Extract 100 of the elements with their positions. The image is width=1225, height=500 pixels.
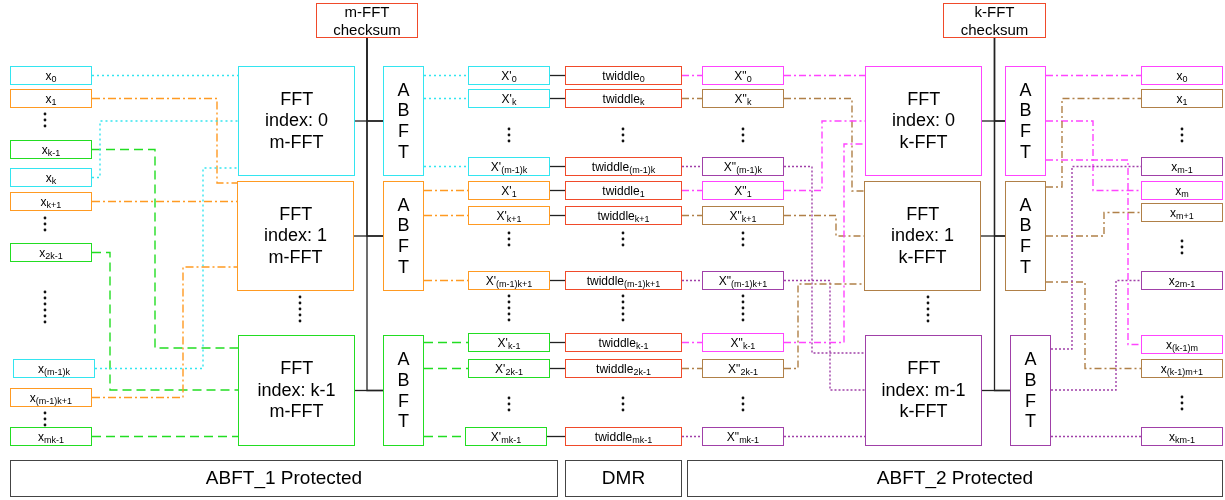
connector-line: [1045, 281, 1142, 370]
connector-line: [1050, 435, 1142, 438]
fft-block: [238, 335, 355, 446]
variable-box: [10, 140, 92, 159]
connector-line: [91, 266, 238, 399]
variable-box: [1141, 427, 1223, 446]
variable-label: x$_{(k-1)m+1}$: [1160, 360, 1204, 378]
twiddle-box: [565, 206, 682, 225]
twiddle-box: [565, 157, 682, 176]
variable-box: [468, 89, 550, 108]
variable-box: [702, 181, 784, 200]
abft-block: [1005, 66, 1046, 176]
abft-label: ABFT: [396, 194, 411, 278]
connector-line: [681, 165, 703, 168]
variable-box: [1141, 359, 1223, 378]
variable-label: X'$_{k-1}$: [497, 334, 521, 352]
variable-box: [1141, 89, 1223, 108]
connector-line: [783, 143, 866, 344]
twiddle-box: [565, 181, 682, 200]
abft-block: [1005, 181, 1046, 291]
twiddle-label: twiddle$_{k-1}$: [598, 334, 649, 352]
variable-box: [468, 157, 550, 176]
twiddle-box: [565, 89, 682, 108]
abft-block: [383, 181, 424, 291]
fft-block: [237, 181, 354, 291]
variable-box: [468, 359, 550, 378]
checksum-label: m-FFT checksum: [332, 3, 402, 38]
fft-label: FFT index: k-1 m-FFT: [256, 358, 337, 423]
variable-label: x$_{km-1}$: [1169, 428, 1195, 446]
checksum-box: [943, 3, 1046, 38]
connector-line: [91, 97, 238, 184]
connector-line: [681, 367, 703, 370]
connector-line: [423, 367, 469, 370]
variable-label: X'$_{0}$: [501, 67, 517, 85]
abft-label: ABFT: [396, 349, 411, 432]
checksum-label: k-FFT checksum: [959, 3, 1030, 38]
connector-line: [681, 97, 703, 100]
abft-block: [1010, 335, 1051, 446]
connector-line: [353, 235, 384, 237]
variable-label: x$_{k-1}$: [41, 141, 61, 159]
variable-label: x$_{0}$: [1176, 67, 1188, 85]
abft-block: [383, 335, 424, 446]
connector-line: [980, 235, 1006, 237]
variable-label: X'$_{(m-1)k}$: [490, 158, 528, 176]
fft-block: [865, 335, 982, 446]
region-band: [687, 460, 1223, 497]
variable-label: X"$_{2k-1}$: [728, 360, 758, 378]
variable-label: x$_{mk-1}$: [38, 428, 64, 446]
variable-label: x$_{(k-1)m}$: [1166, 336, 1198, 354]
connector-line: [783, 97, 865, 192]
connector-line: [423, 165, 469, 168]
connector-line: [783, 279, 866, 391]
variable-box: [13, 359, 95, 378]
connector-line: [354, 389, 384, 392]
variable-label: x$_{(m-1)k}$: [38, 360, 70, 378]
region-label: ABFT_1 Protected: [205, 466, 363, 491]
variable-label: X'$_{k}$: [501, 90, 517, 108]
fft-label: FFT index: 0 m-FFT: [263, 88, 330, 154]
variable-box: [10, 89, 92, 108]
variable-label: X"$_{k+1}$: [729, 207, 757, 225]
variable-label: X"$_{mk-1}$: [726, 428, 760, 446]
fft-block: [864, 181, 981, 291]
twiddle-box: [565, 359, 682, 378]
variable-box: [1141, 157, 1223, 176]
variable-box: [10, 388, 92, 407]
connector-line: [423, 97, 469, 100]
region-label: DMR: [601, 466, 646, 491]
twiddle-label: twiddle$_{0}$: [602, 67, 645, 85]
abft-label: ABFT: [396, 79, 411, 163]
variable-box: [702, 427, 784, 446]
variable-box: [1141, 66, 1223, 85]
abft-label: ABFT: [1018, 79, 1033, 163]
variable-box: [702, 333, 784, 352]
variable-label: X'$_{(m-1)k+1}$: [485, 272, 533, 290]
checksum-box: [316, 3, 418, 38]
connector-line: [91, 120, 239, 179]
connector-line: [1045, 74, 1142, 77]
variable-box: [702, 157, 784, 176]
connector-line: [94, 167, 239, 370]
fft-label: FFT index: 1 m-FFT: [262, 203, 329, 269]
variable-box: [702, 89, 784, 108]
twiddle-label: twiddle$_{(m-1)k}$: [591, 158, 656, 176]
fft-label: FFT index: m-1 k-FFT: [881, 358, 966, 423]
variable-label: X'$_{k+1}$: [496, 207, 522, 225]
twiddle-label: twiddle$_{2k-1}$: [596, 360, 651, 378]
region-band: [10, 460, 558, 497]
twiddle-box: [565, 66, 682, 85]
variable-label: x$_{1}$: [45, 90, 57, 108]
variable-box: [10, 243, 92, 262]
connector-line: [681, 74, 703, 77]
variable-box: [1141, 203, 1223, 222]
variable-label: X'$_{1}$: [501, 182, 517, 200]
connector-line: [783, 74, 866, 77]
abft-label: ABFT: [1018, 194, 1033, 278]
twiddle-box: [565, 333, 682, 352]
variable-box: [10, 427, 92, 446]
connector-line: [783, 283, 865, 370]
variable-box: [702, 359, 784, 378]
variable-label: X'$_{2k-1}$: [495, 360, 523, 378]
variable-box: [468, 181, 550, 200]
